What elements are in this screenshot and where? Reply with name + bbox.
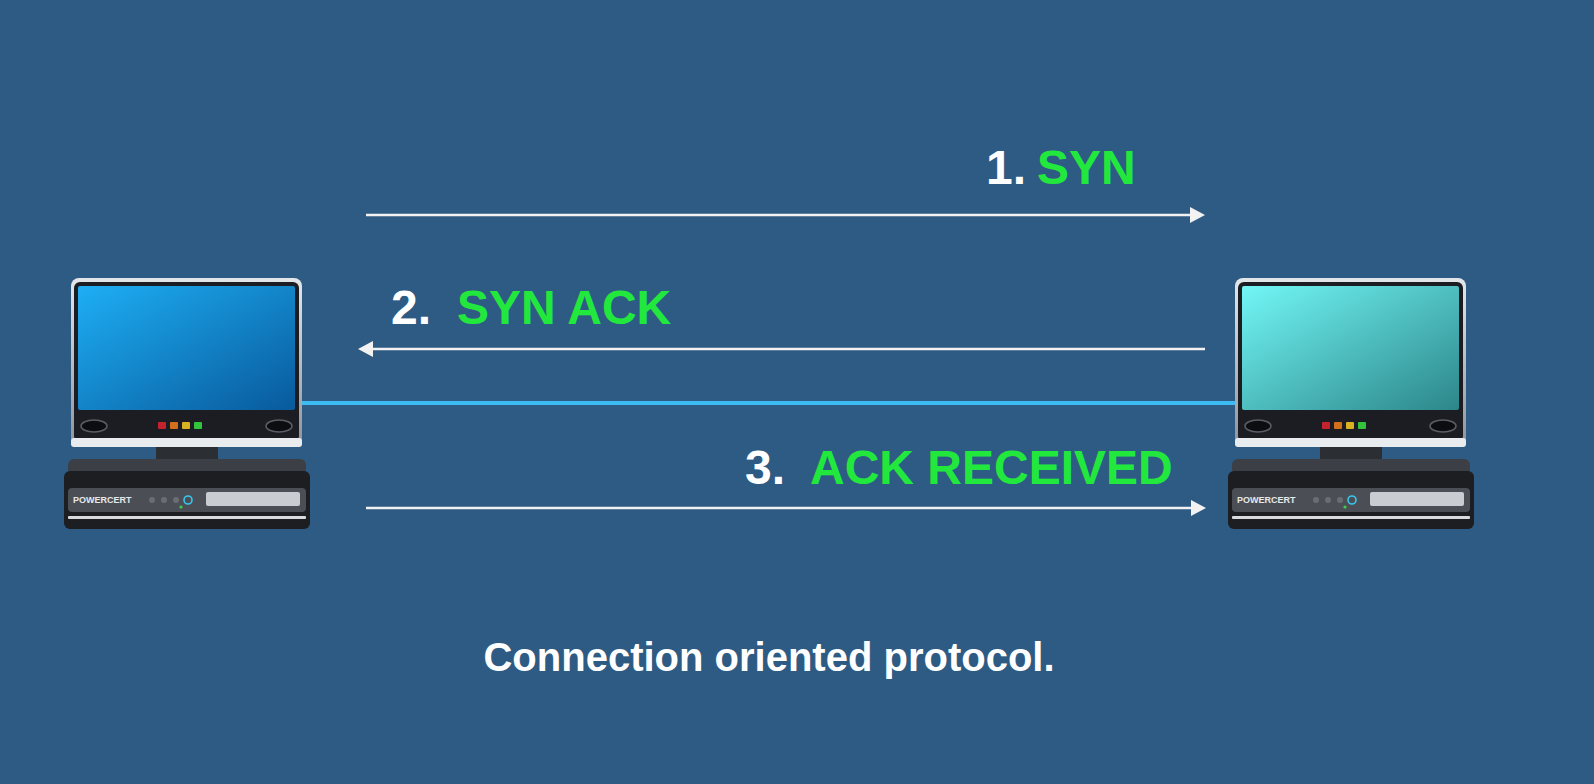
base-button [161,497,167,503]
power-button [184,496,192,504]
step-number: 2. [391,284,431,332]
monitor-screen [78,286,295,410]
message-label: SYN [1037,144,1136,192]
arrowhead [1191,500,1206,516]
step-number: 3. [745,444,785,492]
drive-slot [1370,492,1464,506]
base-body [1228,471,1474,529]
connector-line [366,214,1191,217]
monitor-screen [1242,286,1459,410]
monitor-frame [71,278,302,447]
arrowhead [1190,207,1205,223]
message-arrow [358,341,1205,357]
caption: Connection oriented protocol. [483,637,1054,677]
speaker [266,420,292,432]
arrowhead [358,341,373,357]
status-led [182,422,190,429]
status-led [1346,422,1354,429]
monitor-neck [156,447,218,461]
computer-illustration [1228,276,1474,532]
connector-line [366,507,1192,510]
status-led [194,422,202,429]
status-led [170,422,178,429]
base-button [1337,497,1343,503]
computer-illustration [64,276,310,532]
status-led [1334,422,1342,429]
connector-line [302,401,1237,405]
base-button [1325,497,1331,503]
base-body [64,471,310,529]
connector-line [372,348,1205,351]
monitor-neck [1320,447,1382,461]
brand-text: POWERCERT [73,496,132,505]
speaker [1245,420,1271,432]
computer-node: POWERCERT [64,276,310,532]
brand-text: POWERCERT [1237,496,1296,505]
connection-line [302,403,1237,404]
monitor-trim [1235,438,1466,447]
monitor-trim [71,438,302,447]
monitor-bezel [74,282,299,442]
computer-node: POWERCERT [1228,276,1474,532]
monitor-frame [1235,278,1466,447]
base-front [1232,488,1470,512]
power-button [1348,496,1356,504]
message-label: ACK RECEIVED [810,444,1173,492]
status-led [158,422,166,429]
speaker [1430,420,1456,432]
base-trim [1232,516,1470,519]
base-front [68,488,306,512]
message-label: SYN ACK [457,284,671,332]
power-led [1343,505,1346,508]
speaker [81,420,107,432]
base-button [1313,497,1319,503]
message-arrow [366,500,1206,516]
base-trim [68,516,306,519]
status-led [1358,422,1366,429]
base-button [149,497,155,503]
monitor-bezel [1238,282,1463,442]
message-arrow [366,207,1205,223]
status-led [1322,422,1330,429]
drive-slot [206,492,300,506]
power-led [179,505,182,508]
base-button [173,497,179,503]
step-number: 1. [986,144,1026,192]
